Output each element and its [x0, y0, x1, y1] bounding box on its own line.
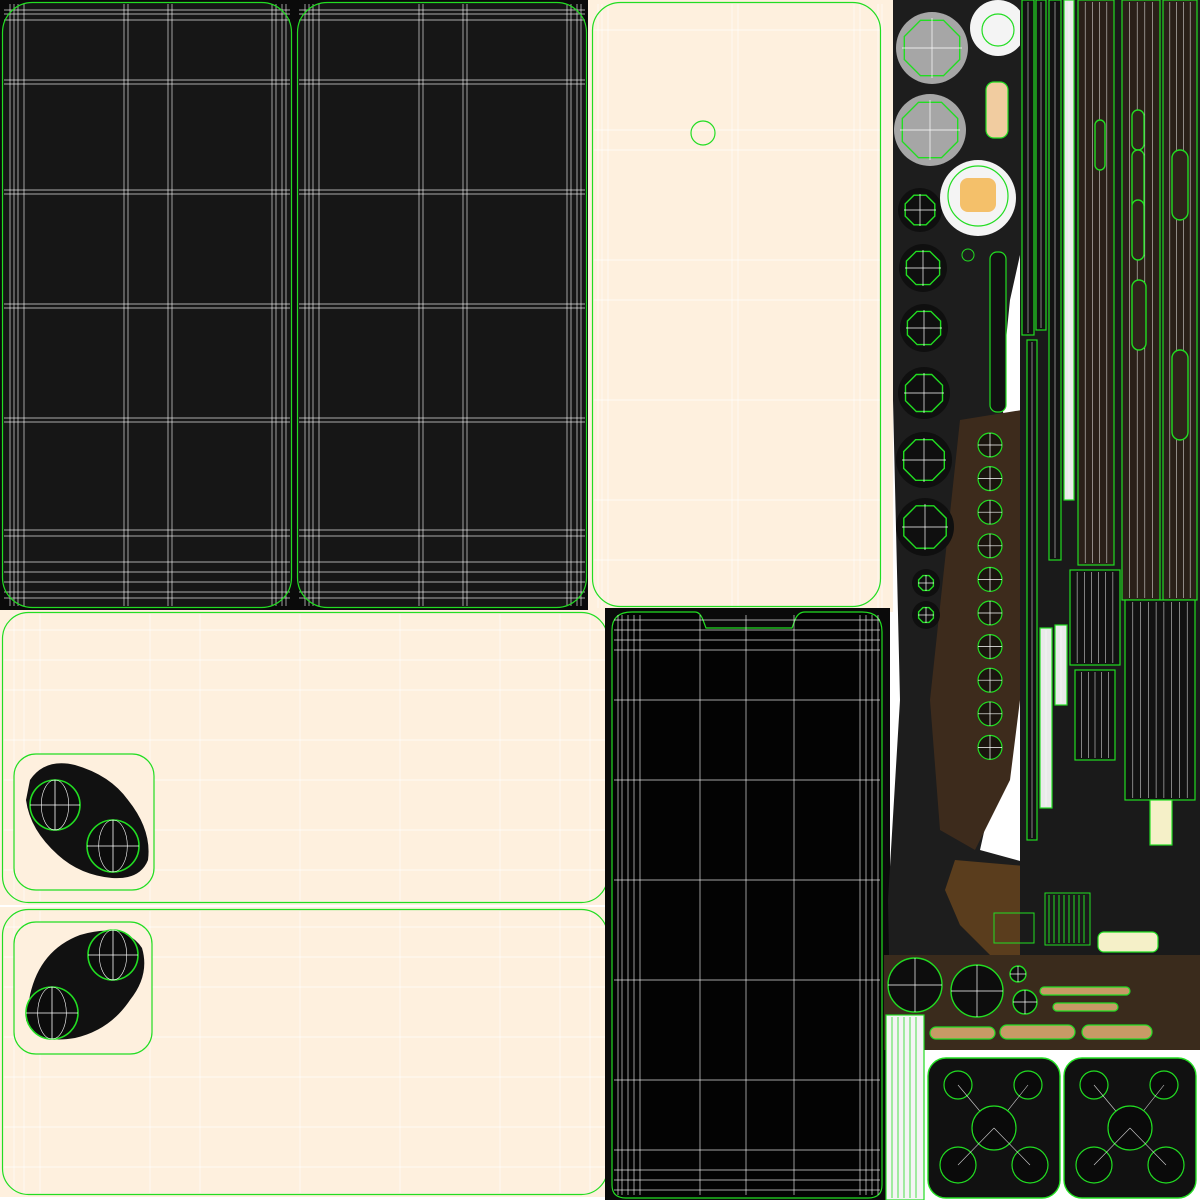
- sensor-ring: [981, 13, 1015, 47]
- capsule-slot-1: [1131, 109, 1145, 151]
- bottom-slot-4: [929, 1026, 996, 1040]
- bottom-slot-1: [1039, 986, 1131, 996]
- wire-line: [993, 1127, 1031, 1166]
- edge-strip-5: [1077, 0, 1115, 566]
- camera-island-lower: [13, 921, 153, 1055]
- camera-island-upper: [13, 753, 155, 891]
- dark-button-disc-2-octagon: [905, 250, 941, 286]
- edge-strip-7: [1162, 0, 1198, 601]
- dark-button-disc-1-octagon: [904, 194, 936, 226]
- dark-button-disc-8: [912, 601, 940, 629]
- back-panel-right: [296, 1, 588, 609]
- back-panel-left-edge: [1, 1, 293, 609]
- mic-slot-island: [985, 81, 1009, 139]
- screen-panel-island: [605, 608, 890, 1200]
- dark-button-disc-7: [912, 569, 940, 597]
- gray-disc-top: [896, 12, 968, 84]
- bottom-slot-3: [999, 1024, 1076, 1040]
- wire-line: [1093, 1127, 1131, 1166]
- bottom-slot-5: [1081, 1024, 1153, 1040]
- wire-line: [37, 986, 67, 1040]
- front-face-backing: [588, 0, 893, 612]
- dark-button-disc-6: [896, 498, 954, 556]
- wire-line: [40, 779, 70, 831]
- front-sensor-ring: [690, 120, 716, 146]
- dark-button-disc-3: [900, 304, 948, 352]
- bottom-cluster-islands: [884, 892, 1200, 1200]
- label-block: [1149, 799, 1173, 846]
- edge-strip-13: [1124, 599, 1196, 801]
- dark-button-disc-8-octagon: [917, 606, 935, 624]
- edge-strip-islands: [1020, 0, 1200, 1045]
- pin-array-right: [1044, 892, 1091, 946]
- dark-button-disc-5: [896, 432, 952, 488]
- connector-block: [1097, 931, 1159, 953]
- wire-line: [98, 819, 128, 873]
- back-panel-left-fill: [2, 2, 292, 608]
- button-column-islands: [888, 0, 1095, 1010]
- tiny-hole-ring: [961, 248, 975, 262]
- back-panel-right-fill: [297, 2, 587, 608]
- bottom-pad-left: [927, 1057, 1061, 1199]
- wire-line: [957, 1127, 995, 1166]
- capsule-slot-4: [1131, 279, 1147, 351]
- capsule-slot-5: [1171, 149, 1189, 221]
- gray-disc-second: [894, 94, 966, 166]
- column-brown-backing: [930, 410, 1030, 850]
- front-face-edge: [591, 1, 882, 608]
- pin-array-left: [993, 912, 1035, 944]
- gray-disc-top-octagon: [903, 19, 961, 77]
- dark-button-disc-5-octagon: [903, 439, 945, 481]
- screen-face: [611, 611, 883, 1199]
- back-panel-islands: [0, 0, 595, 612]
- flash-ring: [947, 165, 1009, 227]
- camera-islands: [13, 753, 155, 1055]
- wire-line: [98, 929, 128, 981]
- wire-line: [1129, 1127, 1167, 1166]
- dark-button-disc-6-octagon: [903, 505, 947, 549]
- bottom-pad-right: [1063, 1057, 1197, 1199]
- flash-led: [960, 178, 996, 212]
- capsule-slot-6: [1171, 349, 1189, 441]
- dark-button-disc-7-octagon: [917, 574, 935, 592]
- speaker-slot-long: [989, 251, 1007, 413]
- dark-button-disc-3-octagon: [906, 310, 942, 346]
- front-face-panel: [588, 0, 893, 612]
- screen-panel: [605, 608, 890, 1200]
- gray-disc-second-octagon: [901, 101, 959, 159]
- back-panel-right-edge: [296, 1, 588, 609]
- dark-button-disc-4: [898, 367, 950, 419]
- back-panel-left: [1, 1, 293, 609]
- capsule-slot-3: [1131, 199, 1145, 261]
- bottom-slot-2: [1052, 1002, 1119, 1012]
- capsule-slot-7: [1094, 119, 1106, 171]
- dark-button-disc-2: [899, 244, 947, 292]
- edge-strip-11: [1069, 569, 1121, 666]
- dark-button-disc-1: [898, 188, 942, 232]
- sensor-disc-white: [970, 0, 1026, 56]
- dark-button-disc-4-octagon: [904, 373, 944, 413]
